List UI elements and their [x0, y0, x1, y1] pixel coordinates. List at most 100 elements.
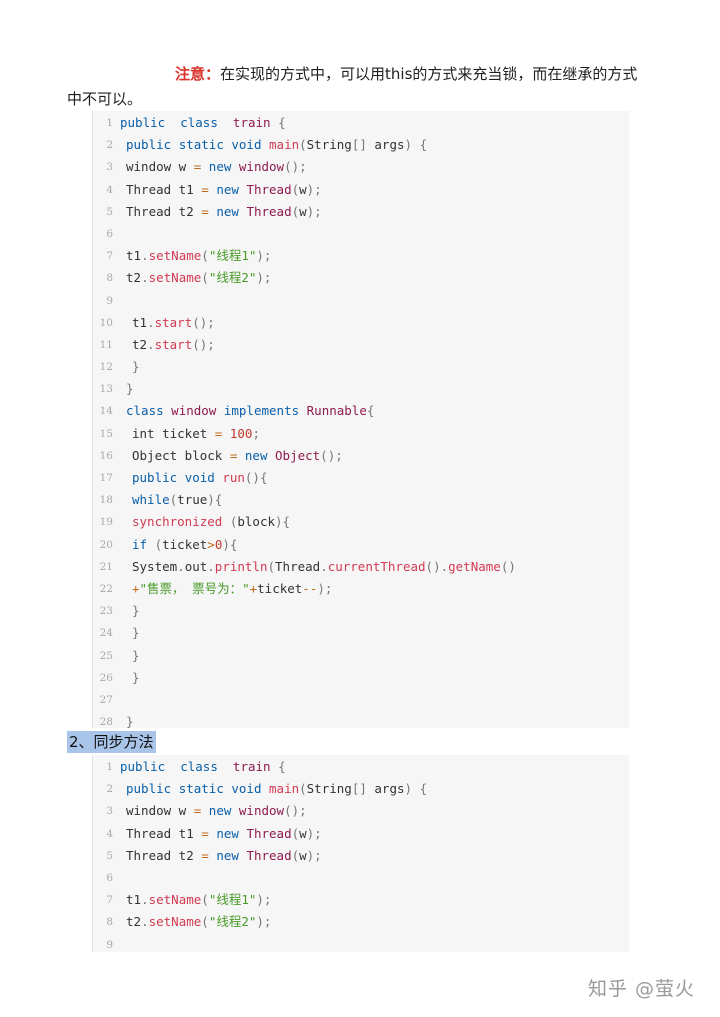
- line-number: 23: [99, 605, 113, 618]
- code-text: Thread t1 = new Thread(w);: [126, 825, 322, 841]
- line-number: 1: [106, 117, 113, 129]
- code-line: 15 int ticket = 100;: [93, 423, 629, 445]
- code-text: public static void main(String[] args) {: [126, 137, 428, 153]
- line-number: 11: [99, 338, 113, 351]
- line-number: 26: [99, 671, 113, 684]
- note-label: 注意：: [175, 65, 221, 83]
- line-number: 9: [106, 294, 113, 307]
- code-text: Thread t1 = new Thread(w);: [126, 181, 322, 197]
- line-number: 22: [99, 582, 113, 595]
- code-line: 3 window w = new window();: [93, 800, 629, 822]
- code-text: }: [126, 381, 134, 397]
- line-number: 3: [106, 805, 113, 818]
- code-line: 4 Thread t1 = new Thread(w);: [93, 179, 629, 201]
- line-number: 18: [99, 494, 113, 507]
- code-line: 14 class window implements Runnable{: [93, 400, 629, 422]
- line-number: 8: [106, 272, 113, 285]
- code-line: 5 Thread t2 = new Thread(w);: [93, 845, 629, 867]
- code-text: +"售票， 票号为："+ticket--);: [132, 580, 333, 596]
- line-number: 20: [99, 538, 113, 551]
- code-line: 9: [93, 290, 629, 312]
- code-line: 22 +"售票， 票号为："+ticket--);: [93, 578, 629, 600]
- code-text: if (ticket>0){: [132, 536, 238, 552]
- line-number: 19: [99, 516, 113, 529]
- code-line: 9: [93, 934, 629, 956]
- line-number: 4: [106, 827, 113, 840]
- line-number: 12: [99, 361, 113, 374]
- line-number: 4: [106, 183, 113, 196]
- line-number: 1: [106, 761, 113, 773]
- code-text: t1.setName("线程1");: [126, 248, 272, 264]
- line-number: 15: [99, 427, 113, 440]
- code-text: }: [132, 603, 140, 619]
- code-text: public class train {: [120, 115, 286, 130]
- line-number: 2: [106, 139, 113, 152]
- code-text: class window implements Runnable{: [126, 403, 375, 419]
- code-line: 19 synchronized (block){: [93, 511, 629, 533]
- code-text: Thread t2 = new Thread(w);: [126, 847, 322, 863]
- line-number: 6: [106, 227, 113, 240]
- code-text: public void run(){: [132, 470, 268, 485]
- line-number: 25: [99, 649, 113, 662]
- line-number: 13: [99, 383, 113, 396]
- zhihu-watermark: 知乎 @萤火: [588, 978, 696, 1000]
- code-text: t2.setName("线程2");: [126, 270, 272, 286]
- code-line: 1 public class train {: [93, 756, 629, 778]
- code-text: t2.setName("线程2");: [126, 914, 272, 930]
- code-line: 20 if (ticket>0){: [93, 534, 629, 556]
- note-text: 在实现的方式中，可以用this的方式来充当锁，而在继承的方式中不可以。: [67, 65, 638, 108]
- code-line: 7 t1.setName("线程1");: [93, 889, 629, 911]
- code-line: 13}: [93, 378, 629, 400]
- code-line: 6: [93, 867, 629, 889]
- line-number: 24: [99, 627, 113, 640]
- code-text: t2.start();: [132, 336, 215, 352]
- note-paragraph: 注意：在实现的方式中，可以用this的方式来充当锁，而在继承的方式中不可以。: [67, 62, 647, 112]
- code-text: public class train {: [120, 759, 286, 774]
- code-text: t1.setName("线程1");: [126, 892, 272, 908]
- code-line: 2 public static void main(String[] args) …: [93, 134, 629, 156]
- line-number: 2: [106, 783, 113, 796]
- code-text: while(true){: [132, 492, 223, 508]
- code-line: 12}: [93, 356, 629, 378]
- line-number: 3: [106, 161, 113, 174]
- line-number: 6: [106, 871, 113, 884]
- line-number: 27: [99, 693, 113, 706]
- line-number: 16: [99, 449, 113, 462]
- code-line: 26}: [93, 667, 629, 689]
- line-number: 7: [106, 894, 113, 907]
- code-line: 4 Thread t1 = new Thread(w);: [93, 823, 629, 845]
- code-line: 17 public void run(){: [93, 467, 629, 489]
- code-line: 10 t1.start();: [93, 312, 629, 334]
- line-number: 14: [99, 405, 113, 418]
- code-line: 25}: [93, 645, 629, 667]
- code-text: int ticket = 100;: [132, 425, 260, 441]
- code-line: 27: [93, 689, 629, 711]
- code-line: 28}: [93, 711, 629, 733]
- code-line: 18 while(true){: [93, 489, 629, 511]
- code-line: 8 t2.setName("线程2");: [93, 267, 629, 289]
- line-number: 5: [106, 205, 113, 218]
- line-number: 10: [99, 316, 113, 329]
- code-line: 6: [93, 223, 629, 245]
- code-line: 23}: [93, 600, 629, 622]
- code-text: System.out.println(Thread.currentThread(…: [132, 558, 516, 574]
- code-text: t1.start();: [132, 314, 215, 330]
- line-number: 5: [106, 849, 113, 862]
- line-number: 17: [99, 472, 113, 484]
- code-line: 1 public class train {: [93, 112, 629, 134]
- line-number: 7: [106, 250, 113, 263]
- code-text: synchronized (block){: [132, 514, 291, 530]
- code-text: Thread t2 = new Thread(w);: [126, 203, 322, 219]
- code-line: 21 System.out.println(Thread.currentThrea…: [93, 556, 629, 578]
- code-text: }: [132, 669, 140, 685]
- line-number: 21: [99, 560, 113, 573]
- code-line: 5 Thread t2 = new Thread(w);: [93, 201, 629, 223]
- code-text: }: [132, 647, 140, 663]
- code-text: window w = new window();: [126, 803, 307, 819]
- line-number: 28: [99, 716, 113, 729]
- section-heading-sync-method: 2、同步方法: [67, 731, 156, 753]
- code-line: 7 t1.setName("线程1");: [93, 245, 629, 267]
